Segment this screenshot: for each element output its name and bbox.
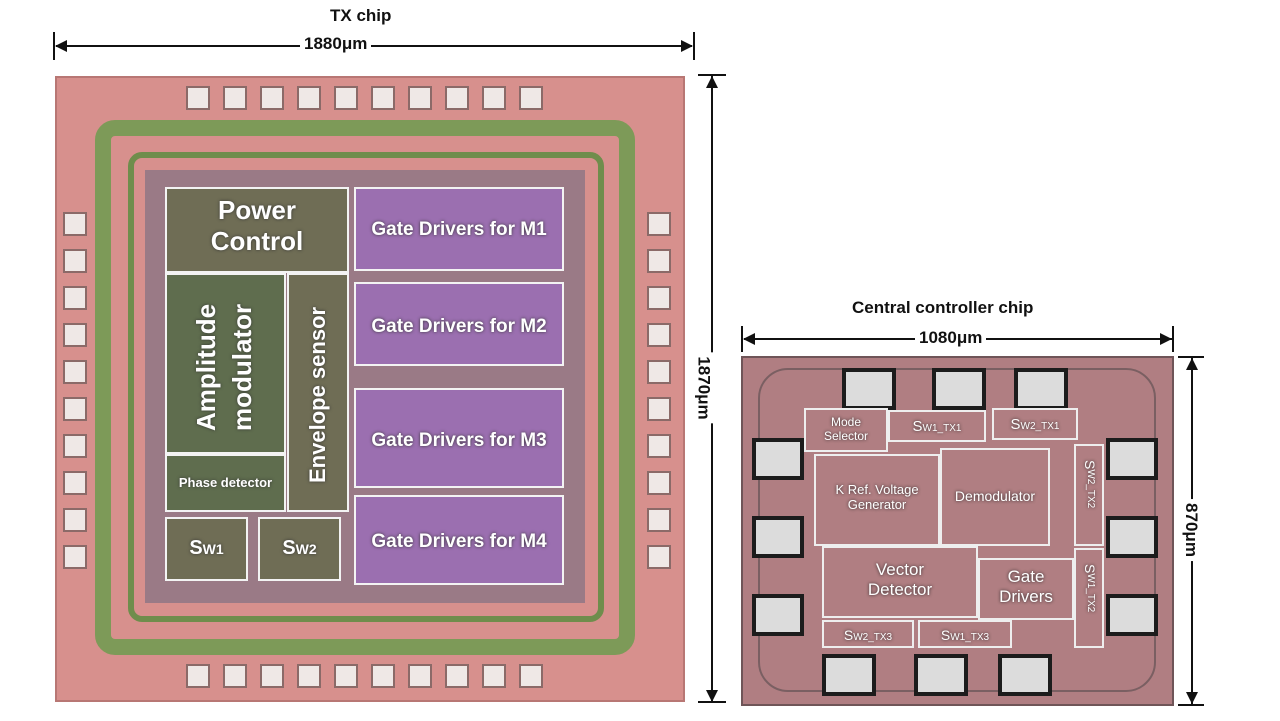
tx-block-sw2: SW2 xyxy=(258,517,341,581)
sw1-tx1-main: S xyxy=(912,418,923,435)
sw1-main: S xyxy=(189,537,203,559)
tx-routing-ring xyxy=(95,120,635,655)
tx-block-gate-m4: Gate Drivers for M4 xyxy=(354,495,564,585)
mode-line1: Mode xyxy=(830,415,862,429)
gate-m3-label: Gate Drivers for M3 xyxy=(371,430,547,451)
cc-block-mode-selector: Mode Selector xyxy=(804,408,888,452)
tx-block-envelope-sensor: Envelope sensor xyxy=(287,273,349,512)
sw1-tx2-main: S xyxy=(1082,564,1098,574)
kref-line1: K Ref. Voltage xyxy=(835,482,919,497)
tx-block-amplitude-modulator: Amplitude modulator xyxy=(165,273,286,454)
tx-chip-title: TX chip xyxy=(330,6,392,25)
tx-routing-ring-inner xyxy=(128,152,604,622)
cc-block-vector-detector: Vector Detector xyxy=(822,546,978,618)
gate-m2-label: Gate Drivers for M2 xyxy=(371,316,547,337)
tx-width-label: 1880μm xyxy=(300,34,372,54)
gate-m1-label: Gate Drivers for M1 xyxy=(371,219,547,240)
tx-block-phase-detector: Phase detector xyxy=(165,454,286,512)
gate-line2: Drivers xyxy=(999,587,1053,606)
cc-chip-title: Central controller chip xyxy=(852,298,1034,317)
phase-label: Phase detector xyxy=(178,475,273,490)
gate-m4-label: Gate Drivers for M4 xyxy=(371,531,547,552)
cc-block-demodulator: Demodulator xyxy=(940,448,1050,546)
tx-block-gate-m1: Gate Drivers for M1 xyxy=(354,187,564,271)
gate-line1: Gate xyxy=(1007,567,1045,586)
sw2-sub: W2 xyxy=(295,541,317,557)
cc-block-sw1-tx2: SW1_TX2 xyxy=(1074,548,1104,648)
cc-block-kref: K Ref. Voltage Generator xyxy=(814,454,940,546)
sw2-main: S xyxy=(282,537,296,559)
tx-block-sw1: SW1 xyxy=(165,517,248,581)
cc-block-sw1-tx3: SW1_TX3 xyxy=(918,620,1012,648)
tx-block-power-control: Power Control xyxy=(165,187,349,273)
amplitude-line1: Amplitude xyxy=(191,303,221,431)
power-control-line2: Control xyxy=(210,226,304,256)
power-control-line1: Power xyxy=(217,195,297,225)
mode-line2: Selector xyxy=(823,429,869,443)
sw2-tx1-sub: W2_TX1 xyxy=(1020,421,1060,432)
sw2-tx2-sub: W2_TX2 xyxy=(1085,469,1096,509)
demod-label: Demodulator xyxy=(954,488,1036,504)
kref-line2: Generator xyxy=(847,497,907,512)
amplitude-line2: modulator xyxy=(227,303,257,431)
vector-line2: Detector xyxy=(867,580,933,599)
sw1-sub: W1 xyxy=(202,541,224,557)
envelope-label: Envelope sensor xyxy=(305,306,330,484)
cc-width-label: 1080μm xyxy=(915,328,987,348)
sw1-tx3-main: S xyxy=(940,627,951,643)
sw1-tx3-sub: W1_TX3 xyxy=(950,632,990,643)
cc-height-label: 870μm xyxy=(1180,499,1201,561)
cc-block-sw1-tx1: SW1_TX1 xyxy=(888,410,986,442)
sw2-tx2-main: S xyxy=(1082,460,1098,470)
cc-block-sw2-tx3: SW2_TX3 xyxy=(822,620,914,648)
sw2-tx3-main: S xyxy=(843,627,854,643)
sw1-tx2-sub: W1_TX2 xyxy=(1085,573,1096,613)
sw2-tx1-main: S xyxy=(1010,416,1021,433)
vector-line1: Vector xyxy=(875,560,925,579)
cc-block-gate-drivers: Gate Drivers xyxy=(978,558,1074,620)
cc-block-sw2-tx2: SW2_TX2 xyxy=(1074,444,1104,546)
tx-height-label: 1870μm xyxy=(693,352,714,424)
sw1-tx1-sub: W1_TX1 xyxy=(922,423,962,434)
sw2-tx3-sub: W2_TX3 xyxy=(853,632,893,643)
tx-block-gate-m3: Gate Drivers for M3 xyxy=(354,388,564,488)
cc-block-sw2-tx1: SW2_TX1 xyxy=(992,408,1078,440)
tx-block-gate-m2: Gate Drivers for M2 xyxy=(354,282,564,366)
